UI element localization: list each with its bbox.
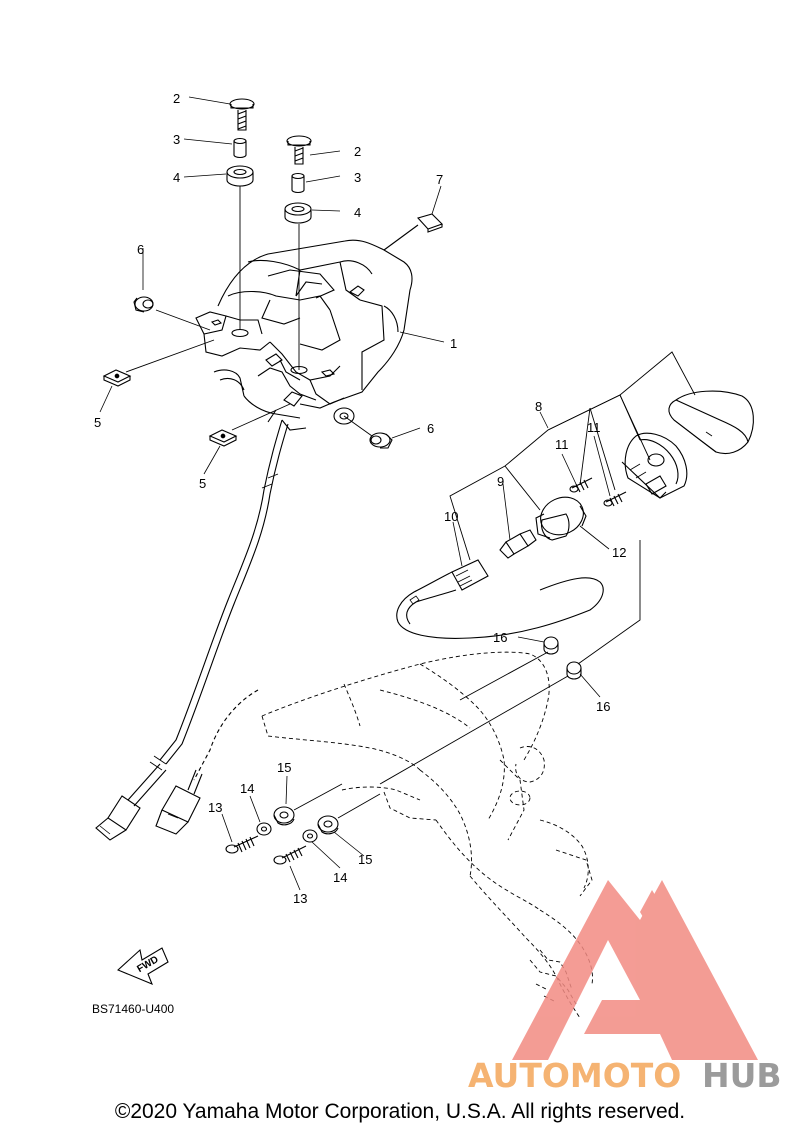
callout-9: 9 <box>497 474 504 489</box>
bracket-1 <box>195 239 413 431</box>
screw-13-b <box>273 845 307 865</box>
callout-11-right: 11 <box>587 420 601 435</box>
callout-7: 7 <box>436 172 443 187</box>
collar-3-right <box>291 172 305 194</box>
watermark-logo: AUTOMOTO HUB <box>468 880 782 1095</box>
screw-11-b <box>603 491 627 507</box>
watermark-word-auto: AUTOMOTO <box>468 1056 681 1095</box>
callout-5-right: 5 <box>199 476 206 491</box>
grommet-4-right <box>284 202 312 224</box>
socket-12 <box>535 496 587 541</box>
watermark-word-hub: HUB <box>702 1056 782 1095</box>
callout-13-right: 13 <box>293 891 307 906</box>
callout-2-left: 2 <box>173 91 180 106</box>
callout-2-right: 2 <box>354 144 361 159</box>
rear-cowl <box>261 651 593 1019</box>
callout-13-left: 13 <box>208 800 222 815</box>
callout-3-left: 3 <box>173 132 180 147</box>
washer-14-b <box>302 829 318 843</box>
damper-15-b <box>317 815 339 835</box>
callout-14-left: 14 <box>240 781 254 796</box>
grommet-16-b <box>566 661 582 680</box>
damper-15-a <box>273 806 295 826</box>
callout-4-right: 4 <box>354 205 361 220</box>
screw-2-right <box>286 135 312 165</box>
label-7 <box>383 213 444 251</box>
callout-5-left: 5 <box>94 415 101 430</box>
copyright-notice: ©2020 Yamaha Motor Corporation, U.S.A. A… <box>114 1100 686 1123</box>
callout-16-right: 16 <box>596 699 610 714</box>
collar-3-left <box>233 137 247 159</box>
screw-13-a <box>225 835 259 854</box>
callout-16-left: 16 <box>493 630 507 645</box>
callout-14-right: 14 <box>333 870 347 885</box>
callout-6-right: 6 <box>427 421 434 436</box>
screw-2-left <box>229 98 255 131</box>
callout-11-left: 11 <box>555 437 569 452</box>
callout-15-right: 15 <box>358 852 372 867</box>
grommet-6-left <box>133 296 154 313</box>
callout-1: 1 <box>450 336 457 351</box>
lens-cover <box>668 390 754 455</box>
fwd-arrow-icon <box>116 947 169 986</box>
socket-cord-10 <box>396 559 604 639</box>
nut-5-left <box>102 369 132 387</box>
callout-12: 12 <box>612 545 626 560</box>
wire-harness <box>95 419 289 841</box>
callout-15-left: 15 <box>277 760 291 775</box>
callout-8: 8 <box>535 399 542 414</box>
grommet-6-right <box>369 432 393 449</box>
washer-14-a <box>256 822 272 836</box>
callout-3-right: 3 <box>354 170 361 185</box>
screw-11-a <box>569 477 593 493</box>
grommet-6-mounted <box>333 407 355 425</box>
light-housing <box>621 432 688 499</box>
callout-4-left: 4 <box>173 170 180 185</box>
grommet-4-left <box>226 165 254 187</box>
watermark-triangle-icon <box>512 880 758 1060</box>
grommet-16-a <box>543 636 559 655</box>
bulb-9 <box>499 529 537 559</box>
fwd-label: FWD <box>135 954 160 975</box>
callout-10: 10 <box>444 509 458 524</box>
callout-6-left: 6 <box>137 242 144 257</box>
nut-5-right <box>208 429 238 447</box>
drawing-code: BS71460-U400 <box>92 1002 174 1016</box>
